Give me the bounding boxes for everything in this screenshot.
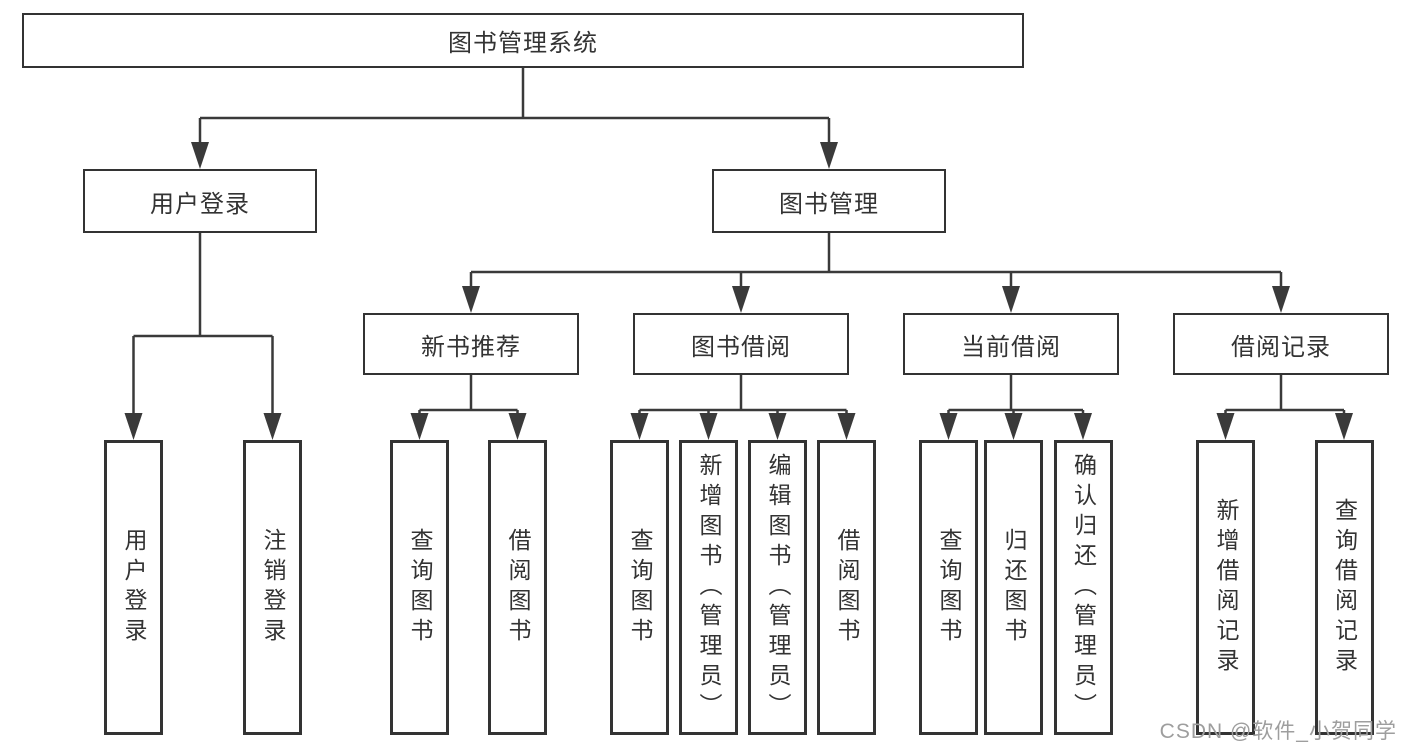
leaf-logout-login: 注销登录 [243, 440, 302, 735]
connector-root-to-level2 [191, 68, 838, 169]
csdn-watermark: CSDN @软件_小贺同学 [1159, 720, 1397, 743]
leaf-add-books-admin: 新增图书（管理员） [679, 440, 738, 735]
connector-borrow-records-to-leaves [1216, 375, 1353, 440]
leaf-edit-books-admin: 编辑图书（管理员） [748, 440, 807, 735]
node-book-management: 图书管理 [712, 169, 946, 233]
connector-new-book-recommend-to-leaves [410, 375, 527, 440]
leaf-confirm-return-admin: 确认归还（管理员） [1053, 440, 1113, 735]
connector-current-borrow-to-leaves [939, 375, 1092, 440]
leaf-user-login: 用户登录 [104, 440, 163, 735]
leaf-query-books-current: 查询图书 [919, 440, 978, 735]
node-borrowing-records: 借阅记录 [1173, 313, 1389, 375]
leaf-query-books-borrow: 查询图书 [610, 440, 669, 735]
node-library-management-system: 图书管理系统 [22, 13, 1024, 68]
leaf-borrow-books-recommend: 借阅图书 [488, 440, 547, 735]
connector-book-borrow-to-leaves [630, 375, 856, 440]
node-new-book-recommendation: 新书推荐 [363, 313, 579, 375]
leaf-add-borrow-record: 新增借阅记录 [1196, 440, 1255, 735]
leaf-borrow-books: 借阅图书 [817, 440, 876, 735]
leaf-query-borrow-record: 查询借阅记录 [1314, 440, 1374, 735]
node-current-borrowing: 当前借阅 [903, 313, 1119, 375]
leaf-return-books: 归还图书 [984, 440, 1043, 735]
connector-book-management-to-level3 [462, 233, 1290, 313]
connector-user-login-to-leaves [124, 233, 282, 440]
node-book-borrowing: 图书借阅 [633, 313, 849, 375]
node-user-login: 用户登录 [83, 169, 317, 233]
leaf-query-books-recommend: 查询图书 [390, 440, 449, 735]
